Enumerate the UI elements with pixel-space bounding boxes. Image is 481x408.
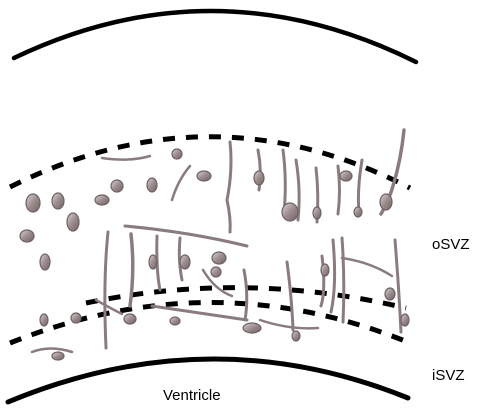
cell-body bbox=[149, 255, 157, 269]
cell-body bbox=[254, 171, 264, 185]
cell-body bbox=[292, 331, 300, 341]
cell-radial-process bbox=[358, 160, 362, 212]
cell-body bbox=[212, 252, 226, 264]
cell-radial-process bbox=[244, 270, 247, 320]
osvz-label: oSVZ bbox=[432, 236, 470, 253]
outer-boundary-arc bbox=[14, 11, 416, 62]
cell-body bbox=[111, 180, 123, 192]
cell-body bbox=[71, 313, 81, 323]
cell-radial-process bbox=[227, 142, 231, 232]
cell-body bbox=[211, 267, 221, 277]
cell-radial-process bbox=[102, 156, 150, 160]
cell-body bbox=[26, 194, 40, 212]
cell-body bbox=[95, 195, 109, 205]
cell-body bbox=[385, 288, 395, 300]
cell-radial-process bbox=[105, 232, 108, 348]
cell-body bbox=[124, 314, 136, 324]
cell-body bbox=[401, 314, 409, 326]
cell-body bbox=[197, 171, 211, 181]
cell-body bbox=[147, 178, 157, 192]
isvz-label: iSVZ bbox=[432, 367, 465, 384]
cell-body bbox=[354, 207, 362, 217]
cell-radial-process bbox=[331, 240, 335, 312]
cell-body bbox=[282, 203, 298, 221]
cell-body bbox=[243, 323, 261, 333]
cell-body bbox=[67, 213, 79, 231]
cell-body bbox=[180, 255, 190, 269]
isvz-lower-dashed-boundary bbox=[10, 303, 410, 344]
cell-radial-process bbox=[130, 234, 133, 306]
cell-radial-process bbox=[152, 306, 247, 320]
cell-radial-process bbox=[395, 240, 401, 332]
cell-radial-process bbox=[342, 258, 392, 276]
cell-body bbox=[313, 207, 321, 219]
cell-radial-process bbox=[287, 262, 293, 330]
cell-body bbox=[170, 317, 180, 325]
cell-body bbox=[20, 230, 34, 242]
cell-body bbox=[40, 314, 48, 326]
cell-radial-process bbox=[342, 238, 344, 322]
ventricle-label: Ventricle bbox=[163, 387, 221, 404]
cell-radial-process bbox=[338, 166, 340, 214]
cell-radial-process bbox=[32, 349, 72, 353]
cell-radial-process bbox=[321, 256, 324, 306]
cell-body bbox=[52, 352, 64, 360]
cell-body bbox=[172, 149, 182, 159]
cell-radial-process bbox=[172, 166, 190, 200]
cell-body bbox=[52, 193, 64, 209]
cell-body bbox=[40, 254, 50, 270]
cell-radial-process bbox=[260, 320, 318, 328]
cell-body bbox=[321, 264, 329, 276]
cell-body bbox=[340, 171, 352, 181]
cell-body bbox=[380, 194, 392, 210]
